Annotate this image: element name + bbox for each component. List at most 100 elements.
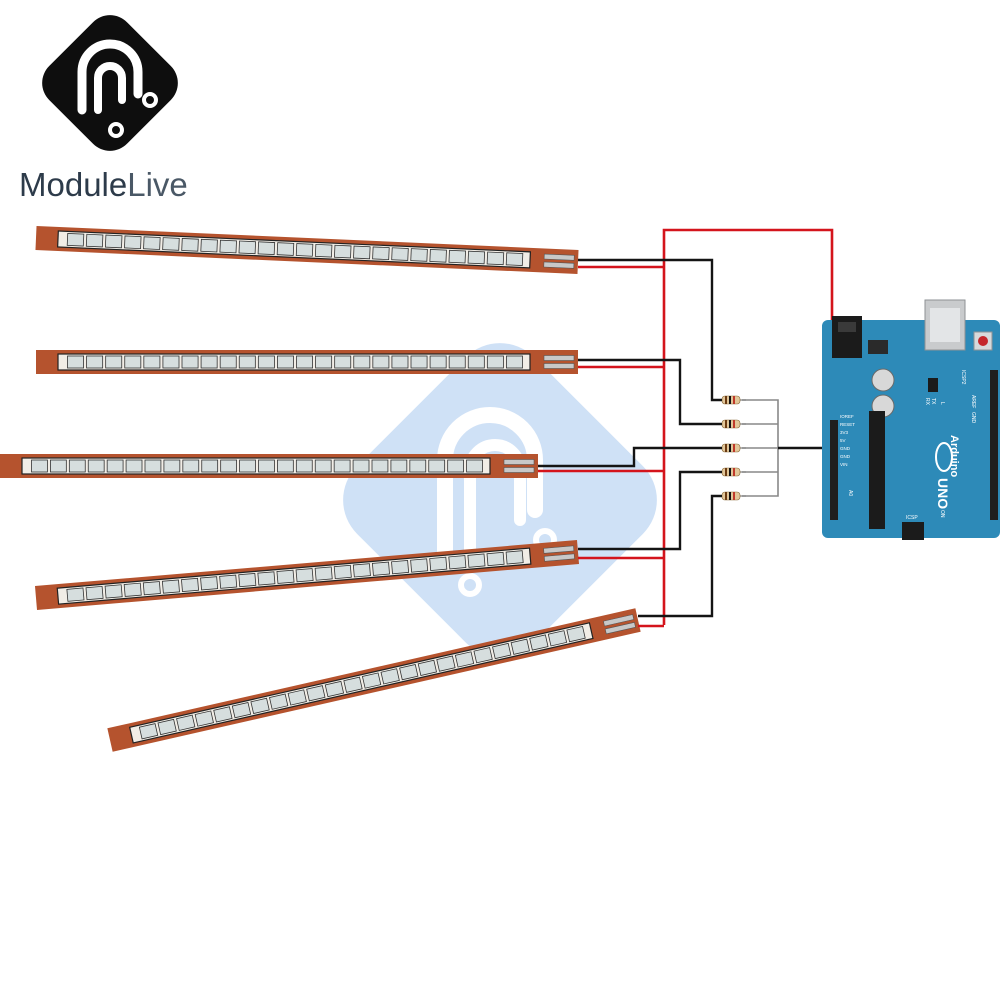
sensor-segment [219, 574, 238, 589]
sensor-segment [239, 459, 256, 473]
signal-wire-2 [578, 358, 722, 426]
rx-label: RX [924, 398, 930, 406]
sensor-segment [250, 697, 270, 715]
sensor-segment [238, 355, 256, 369]
power-pin-label: 3V3 [840, 430, 849, 435]
sensor-segment [200, 238, 218, 253]
sensor-segment [295, 243, 314, 257]
sensor-segment [466, 459, 483, 473]
sensor-segment [200, 355, 218, 369]
sensor-segment [467, 553, 486, 568]
flex-sensor [107, 608, 641, 752]
power-pin-label: GND [840, 446, 851, 451]
sensor-segment [547, 630, 568, 647]
sensor-segment [333, 459, 351, 473]
sensor-segment [391, 560, 410, 575]
sensor-segment [213, 706, 233, 723]
resistor [716, 395, 746, 405]
sensor-segment [315, 355, 333, 369]
sensor-segment [124, 355, 142, 369]
sensor-segment [410, 558, 429, 573]
ground-bus [742, 399, 779, 497]
sensor-segment [295, 459, 313, 473]
sensor-segment [219, 239, 237, 254]
sensor-segment [429, 249, 447, 263]
sensor-segment [67, 355, 84, 369]
sensor-segment [436, 655, 456, 672]
sensor-segment [390, 459, 408, 473]
sensor-segment [143, 355, 161, 369]
sensor-segment [276, 569, 295, 584]
sensor-segment [68, 459, 86, 473]
sensor-segment [144, 459, 162, 473]
sensor-segment [219, 355, 237, 369]
sensor-segment [448, 355, 466, 369]
icsp2-label: ICSP2 [960, 370, 966, 385]
sensor-segment [66, 587, 85, 602]
sensor-segment [87, 459, 105, 473]
sensor-segment [353, 245, 371, 260]
sensor-segment [257, 241, 276, 255]
power-pin-label: 5V [840, 438, 846, 443]
on-label: ON [939, 510, 945, 518]
signal-wire-3 [538, 446, 722, 468]
sensor-segment [182, 459, 200, 473]
sensor-segment [372, 246, 390, 261]
sensor-segment [162, 237, 180, 251]
sensor-segment [361, 672, 382, 689]
sensor-segment [454, 651, 475, 668]
sensor-segment [372, 355, 390, 369]
sensor-segment [31, 459, 48, 473]
flex-sensors [0, 226, 641, 752]
sensor-segment [104, 584, 123, 599]
power-pin-label: IOREF [840, 414, 854, 419]
sensor-segment [391, 355, 409, 369]
sensor-segment [85, 233, 104, 248]
sensor-segment [181, 238, 199, 252]
signal-wire-1 [578, 258, 722, 402]
sensor-segment [162, 355, 180, 369]
l-label: L [939, 402, 945, 405]
sensor-segment [123, 582, 142, 597]
sensor-segment [334, 244, 352, 259]
sensor-segment [200, 576, 219, 591]
sensor-segment [306, 685, 326, 702]
sensor-segment [85, 585, 104, 601]
sensor-segment [353, 355, 371, 369]
sensor-segment [429, 355, 447, 369]
sensor-segment [447, 459, 464, 473]
sensor-segment [467, 355, 485, 369]
sensor-segment [124, 235, 142, 250]
sensor-segment [410, 248, 428, 262]
power-pin-label: RESET [840, 422, 855, 427]
analog-label: A0 [847, 490, 853, 496]
sensor-segment [429, 556, 448, 571]
sensor-segment [194, 710, 214, 727]
watermark-logo [343, 343, 657, 657]
flex-sensor [0, 454, 538, 478]
sensor-segment [66, 232, 85, 247]
sensor-segment [399, 663, 419, 681]
sensor-segment [314, 459, 332, 473]
sensor-segment [157, 718, 177, 736]
sensor-segment [566, 625, 586, 643]
flex-sensor [35, 226, 579, 274]
sensor-segment [380, 668, 400, 685]
board-brand-text: Arduino [948, 435, 960, 477]
sensor-segment [352, 563, 371, 578]
sensor-segment [343, 676, 363, 693]
sensor-segment [410, 355, 428, 369]
sensor-segment [143, 236, 161, 250]
sensor-segment [371, 459, 389, 473]
sensor-segment [287, 689, 307, 706]
sensor-segment [277, 355, 294, 369]
sensor-segment [104, 234, 123, 249]
sensor-segment [473, 647, 493, 664]
sensor-segment [409, 459, 427, 473]
sensor-segment [125, 459, 143, 473]
resistor [716, 419, 746, 429]
sensor-segment [448, 555, 467, 570]
sensor-segment [492, 642, 512, 660]
sensor-segment [220, 459, 237, 473]
